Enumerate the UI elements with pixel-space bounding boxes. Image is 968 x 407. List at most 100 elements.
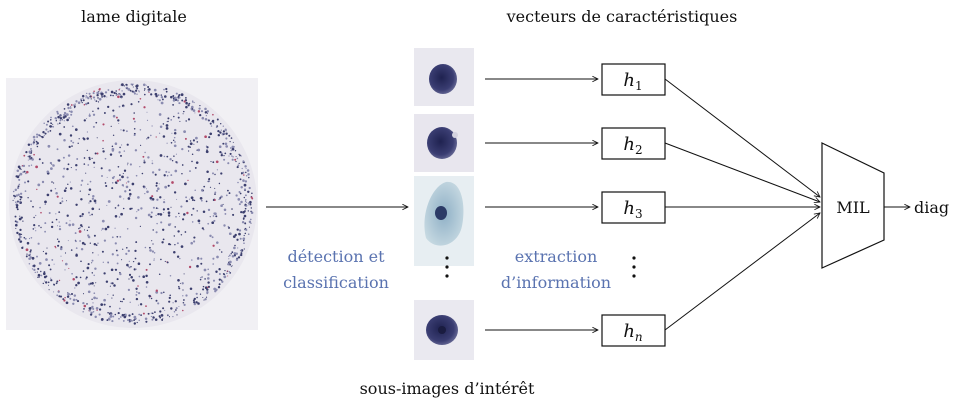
slide-speckle: [222, 130, 225, 133]
slide-speckle: [147, 312, 150, 315]
slide-speckle: [160, 221, 163, 224]
slide-speckle: [87, 290, 91, 294]
slide-speckle: [142, 275, 145, 279]
slide-speckle: [229, 140, 231, 143]
slide-speckle: [197, 302, 200, 305]
slide-speckle: [78, 230, 82, 233]
slide-speckle: [86, 229, 89, 232]
slide-speckle: [243, 248, 245, 250]
slide-speckle: [114, 268, 118, 271]
slide-speckle: [174, 141, 176, 143]
slide-speckle: [102, 150, 105, 153]
slide-speckle: [124, 314, 127, 317]
slide-speckle: [63, 299, 66, 302]
slide-speckle: [169, 158, 172, 161]
slide-speckle: [229, 261, 231, 264]
slide-speckle: [147, 90, 150, 93]
slide-speckle: [62, 156, 65, 159]
slide-speckle: [134, 149, 138, 152]
slide-speckle: [220, 129, 222, 131]
slide-speckle: [111, 176, 115, 180]
slide-speckle: [81, 101, 83, 104]
slide-speckle: [126, 130, 128, 133]
slide-speckle: [101, 175, 103, 177]
slide-speckle: [66, 167, 69, 171]
slide-speckle: [212, 279, 216, 282]
slide-speckle: [236, 228, 239, 231]
slide-speckle: [204, 135, 207, 139]
slide-speckle: [232, 145, 235, 148]
slide-speckle: [144, 192, 146, 195]
slide-speckle: [34, 227, 36, 229]
slide-speckle: [126, 176, 129, 179]
slide-speckle: [219, 131, 222, 134]
slide-speckle: [56, 238, 59, 240]
slide-speckle: [98, 313, 101, 316]
slide-speckle: [213, 219, 216, 222]
slide-speckle: [115, 94, 117, 96]
step-extraction-line2: d’information: [501, 273, 611, 292]
slide-speckle: [222, 142, 225, 145]
slide-speckle: [81, 241, 85, 245]
slide-speckle: [28, 254, 30, 257]
slide-speckle: [136, 211, 138, 213]
slide-speckle: [178, 215, 181, 218]
slide-speckle: [167, 117, 170, 120]
slide-speckle: [107, 294, 109, 296]
slide-speckle: [181, 282, 184, 285]
slide-speckle: [124, 190, 127, 193]
slide-speckle: [170, 206, 172, 208]
slide-speckle: [250, 211, 254, 214]
slide-speckle: [137, 196, 140, 199]
slide-speckle: [92, 194, 95, 198]
slide-speckle: [79, 240, 81, 242]
slide-speckle: [57, 159, 61, 162]
slide-speckle: [94, 267, 97, 270]
slide-speckle: [15, 194, 18, 197]
slide-speckle: [116, 254, 119, 257]
slide-speckle: [87, 235, 91, 239]
slide-speckle: [16, 186, 20, 190]
slide-speckle: [121, 144, 123, 146]
slide-speckle: [232, 141, 234, 143]
slide-speckle: [131, 207, 133, 210]
slide-speckle: [33, 216, 35, 219]
slide-speckle: [88, 158, 91, 161]
slide-speckle: [114, 227, 116, 229]
slide-speckle: [216, 255, 219, 259]
slide-speckle: [163, 199, 165, 201]
slide-speckle: [112, 134, 115, 137]
slide-speckle: [15, 204, 19, 207]
slide-speckle: [41, 180, 45, 184]
slide-speckle: [127, 249, 130, 253]
slide-speckle: [73, 294, 77, 297]
slide-speckle: [48, 211, 51, 215]
slide-speckle: [59, 116, 63, 120]
slide-speckle: [175, 92, 178, 95]
slide-speckle: [139, 303, 143, 306]
slide-speckle: [45, 275, 48, 278]
slide-speckle: [119, 93, 122, 96]
slide-speckle: [151, 162, 154, 165]
slide-speckle: [155, 136, 157, 138]
slide-speckle: [27, 155, 29, 158]
slide-speckle: [152, 206, 155, 209]
slide-speckle: [181, 147, 184, 151]
slide-speckle: [126, 143, 129, 146]
slide-speckle: [104, 157, 107, 160]
slide-speckle: [14, 220, 17, 223]
slide-speckle: [126, 228, 129, 230]
slide-speckle: [42, 272, 46, 276]
slide-speckle: [243, 214, 247, 218]
slide-speckle: [146, 111, 148, 113]
slide-speckle: [249, 218, 252, 221]
slide-speckle: [185, 196, 188, 199]
slide-speckle: [200, 262, 203, 265]
slide-speckle: [101, 96, 103, 98]
slide-speckle: [212, 263, 215, 265]
slide-speckle: [166, 142, 168, 144]
slide-speckle: [33, 268, 36, 272]
slide-speckle: [230, 253, 232, 255]
slide-speckle: [75, 284, 78, 287]
slide-speckle: [127, 162, 129, 164]
